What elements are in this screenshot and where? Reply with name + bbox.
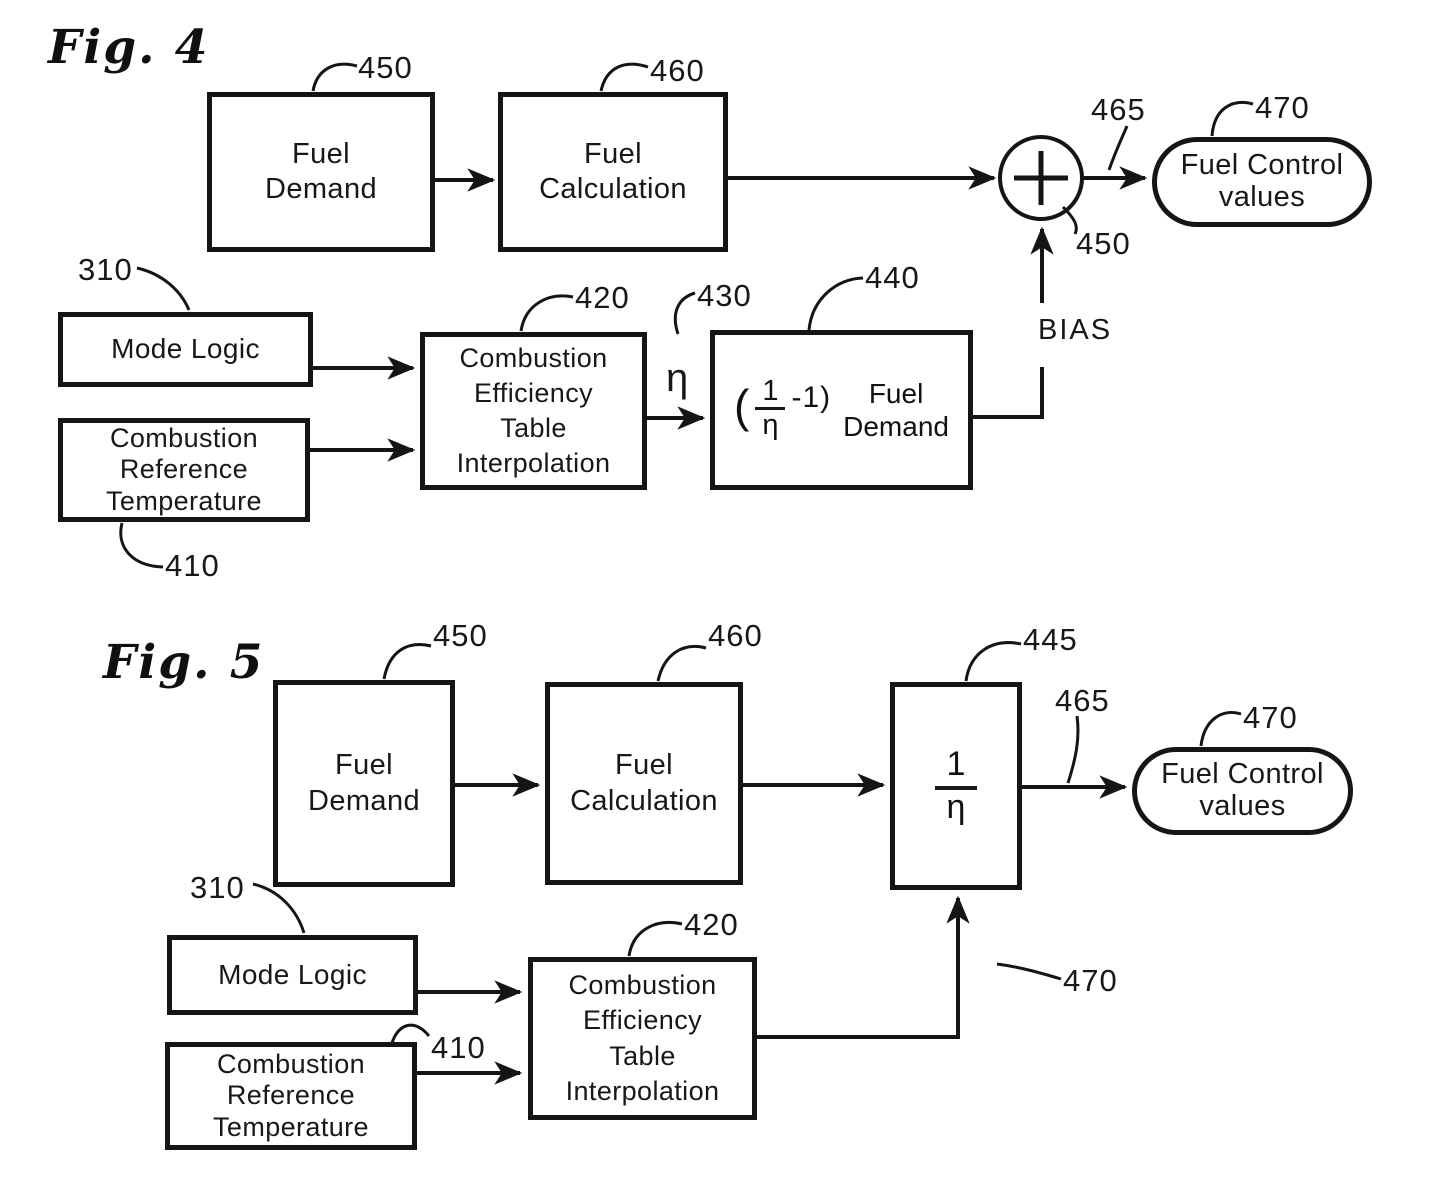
fig5-inverse-eta-box: 1 η xyxy=(890,682,1022,890)
ref-460-fig5: 460 xyxy=(708,618,763,653)
ref-460-fig4: 460 xyxy=(650,53,705,88)
fig4-mode-logic-box: Mode Logic xyxy=(58,312,313,387)
eta-symbol-fig4: η xyxy=(666,356,689,400)
fig5-fuel-demand-box: Fuel Demand xyxy=(273,680,455,887)
fig5-fuel-calculation-label: Fuel Calculation xyxy=(570,749,718,817)
fig4-fuel-calculation-box: Fuel Calculation xyxy=(498,92,728,252)
ref-410-fig4: 410 xyxy=(165,548,220,583)
fig5-title: Fig. 5 xyxy=(103,635,265,690)
fig5-crt-label: Combustion Reference Temperature xyxy=(213,1049,369,1142)
ref-470-fig4: 470 xyxy=(1255,90,1310,125)
fig5-mode-logic-box: Mode Logic xyxy=(167,935,418,1015)
fraction-denominator: η xyxy=(946,787,966,826)
fig4-interp-label: Combustion Efficiency Table Interpolatio… xyxy=(456,342,611,479)
fig4-combustion-reference-temperature-box: Combustion Reference Temperature xyxy=(58,418,310,522)
fig4-flow-arrows xyxy=(310,166,1148,462)
fig5-fuel-control-values-label: Fuel Control values xyxy=(1161,758,1324,822)
one-over-eta-fraction: 1 η xyxy=(755,375,786,441)
ref-440-fig4: 440 xyxy=(865,260,920,295)
ref-465-fig5: 465 xyxy=(1055,683,1110,718)
ref-470-fig5-pill: 470 xyxy=(1243,700,1298,735)
fig5-mode-logic-label: Mode Logic xyxy=(218,958,367,990)
ref-450-fig4-summer: 450 xyxy=(1076,226,1131,261)
fraction-numerator: 1 xyxy=(934,746,978,790)
ref-420-fig4: 420 xyxy=(575,280,630,315)
fig5-flow-arrows xyxy=(417,773,1128,1085)
fig4-crt-label: Combustion Reference Temperature xyxy=(106,423,262,516)
ref-465-fig4: 465 xyxy=(1091,92,1146,127)
fig4-bias-fuel-demand-label: Fuel Demand xyxy=(843,377,949,442)
bias-label: BIAS xyxy=(1038,314,1113,346)
ref-310-fig4: 310 xyxy=(78,252,133,287)
fig4-fuel-control-values-label: Fuel Control values xyxy=(1180,149,1344,213)
one-over-eta-fraction-fig5: 1 η xyxy=(934,746,978,826)
minus-one-paren: -1) xyxy=(791,381,832,414)
fraction-numerator: 1 xyxy=(755,375,786,410)
fig4-fuel-control-values-pill: Fuel Control values xyxy=(1152,137,1372,227)
fig5-fuel-control-values-pill: Fuel Control values xyxy=(1132,747,1353,835)
fig5-leader-lines xyxy=(252,641,1242,1044)
fig5-interp-label: Combustion Efficiency Table Interpolatio… xyxy=(565,970,720,1106)
fig4-fuel-demand-box: Fuel Demand xyxy=(207,92,435,252)
ref-430-fig4: 430 xyxy=(697,278,752,313)
paren-open: ( xyxy=(734,380,750,432)
ref-470-fig5-feed: 470 xyxy=(1063,963,1118,998)
ref-310-fig5: 310 xyxy=(190,870,245,905)
fig5-fuel-demand-label: Fuel Demand xyxy=(307,749,420,817)
ref-420-fig5: 420 xyxy=(684,907,739,942)
ref-450-fig5: 450 xyxy=(433,618,488,653)
fig4-title: Fig. 4 xyxy=(48,20,210,75)
fig5-combustion-reference-temperature-box: Combustion Reference Temperature xyxy=(165,1042,417,1150)
fig4-mode-logic-label: Mode Logic xyxy=(111,333,260,365)
ref-450-fig4-fuel-demand: 450 xyxy=(358,50,413,85)
fig4-bias-calculation-box: ( 1 η -1) Fuel Demand xyxy=(710,330,973,490)
plus-icon xyxy=(1014,151,1068,205)
bias-elbow-line xyxy=(973,367,1044,419)
fig5-combustion-efficiency-interp-box: Combustion Efficiency Table Interpolatio… xyxy=(528,957,757,1120)
fig4-bias-expression: ( 1 η -1) Fuel Demand xyxy=(734,375,949,443)
arrow-interp-to-inveta xyxy=(757,895,970,1039)
fig4-fuel-demand-label: Fuel Demand xyxy=(264,137,377,205)
fig4-combustion-efficiency-interp-box: Combustion Efficiency Table Interpolatio… xyxy=(420,332,647,490)
fig5-fuel-calculation-box: Fuel Calculation xyxy=(545,682,743,885)
summing-junction-circle xyxy=(998,135,1084,221)
fig4-leader-lines xyxy=(119,62,1254,569)
ref-410-fig5: 410 xyxy=(431,1030,486,1065)
ref-445-fig5: 445 xyxy=(1023,622,1078,657)
fig4-fuel-calculation-label: Fuel Calculation xyxy=(539,137,687,205)
fraction-denominator: η xyxy=(762,409,779,441)
